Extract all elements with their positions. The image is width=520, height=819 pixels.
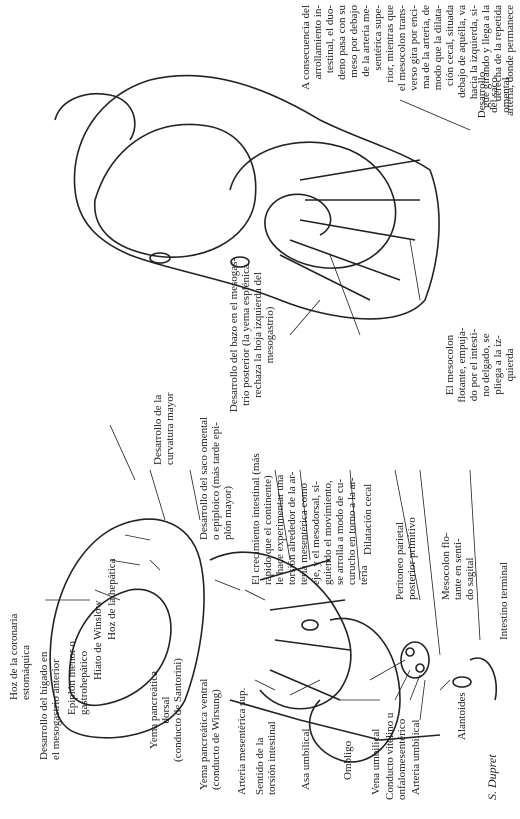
label-arteria-umbilical: Arteria umbilical — [410, 675, 422, 795]
cecal-dilatation — [302, 620, 318, 630]
label-arteria-mesenterica: Arteria mesentérica sup. — [236, 645, 248, 795]
label-ombligo: Ombligo — [342, 710, 354, 780]
umbilical-vessel-2 — [416, 664, 424, 672]
label-hoz-hepatica: Hoz de la hepática — [106, 530, 118, 640]
label-mesocolon-sagital: Mesocolon flo- tante en senti- do sagita… — [440, 490, 476, 600]
label-intestino-terminal: Intestino terminal — [498, 510, 510, 640]
label-mesocolon-flotante: El mesocolon flotante, empuja- do por el… — [444, 290, 516, 440]
label-vena-umbilical: Vena umbilical — [370, 675, 382, 795]
label-curvatura-mayor: Desarrollo de la curvatura mayor — [152, 355, 176, 465]
label-consecuencia: A consecuencia del arrollamiento in- tes… — [300, 5, 516, 210]
label-desarrollo-higado: Desarrollo del hígado en el mesogastrio … — [38, 585, 62, 760]
label-hiato-winslow: Hiato de Winslow — [92, 570, 104, 680]
label-crecimiento-intestinal: El crecimiento intestinal (más rápido qu… — [250, 355, 370, 585]
label-alantoides: Alantoides — [456, 640, 468, 740]
terminal-intestine — [470, 658, 496, 700]
label-yema-ventral: Yema pancreática ventral (conducto de Wi… — [198, 625, 222, 790]
label-saco-omental-epiploico: Desarrollo del saco omental o epiploico … — [198, 360, 234, 540]
label-dilatacion-cecal: Dilatación cecal — [362, 445, 374, 555]
label-peritoneo: Peritoneo parietal posterior primitivo — [394, 460, 418, 600]
label-conducto-vitelino: Conducto vitelino u onfalomesentérico — [384, 650, 408, 800]
label-sentido-torsion: Sentido de la torsión intestinal — [254, 665, 278, 795]
artery-cross-section-1 — [150, 253, 170, 263]
label-asa-umbilical: Asa umbilical — [300, 690, 312, 790]
label-hoz-coronaria: Hoz de la coronaria estomáquica — [8, 550, 32, 700]
label-signature: S. Dupret — [486, 710, 498, 800]
label-yema-dorsal: Yema pancreática dorsal (conducto de San… — [148, 640, 184, 780]
label-epiplon-menor: Epiplón menor o gastrohepático — [66, 590, 90, 715]
